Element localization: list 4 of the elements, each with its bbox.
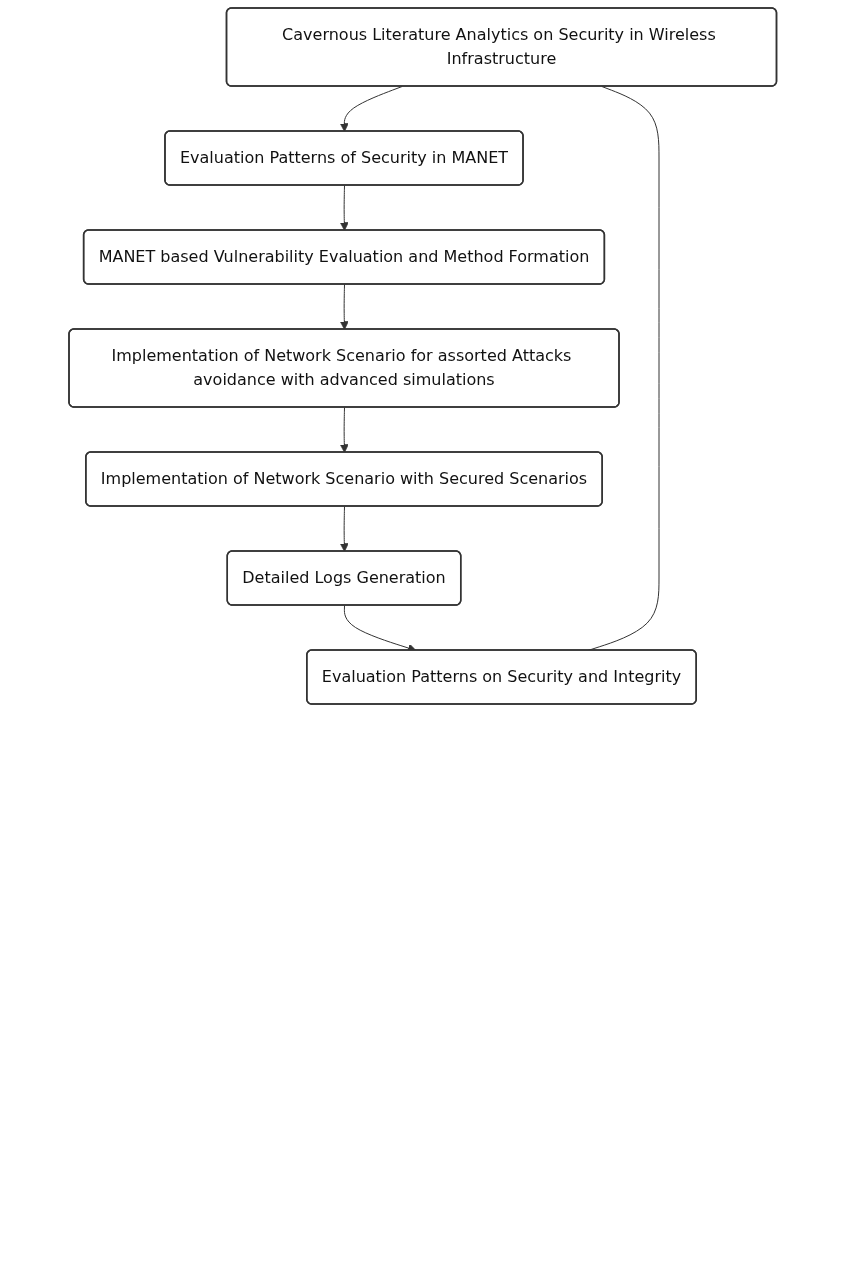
arrow bbox=[340, 407, 349, 453]
arrow bbox=[340, 185, 349, 231]
arrow bbox=[340, 284, 349, 330]
arrow bbox=[340, 506, 349, 552]
